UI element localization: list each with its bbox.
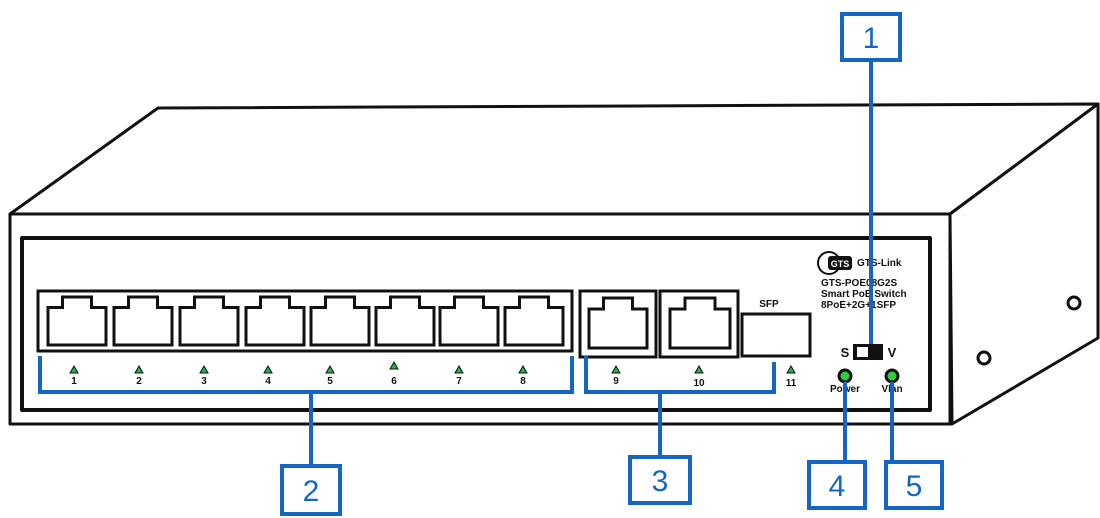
rj45-port-7	[438, 295, 500, 347]
port-number: 10	[693, 378, 705, 389]
sfp-port	[740, 312, 812, 358]
port-led-triangle-icon	[518, 364, 528, 374]
callout-1: 1	[840, 12, 902, 62]
port-number: 4	[265, 376, 271, 387]
model-description: Smart PoE Switch	[821, 289, 907, 300]
rj45-port-2	[112, 295, 174, 347]
gts-logo-icon: GTS	[817, 251, 852, 275]
logo-text: GTS	[831, 259, 850, 269]
port-led-triangle-icon	[325, 364, 335, 374]
port-led-triangle-icon	[69, 364, 79, 374]
callout-5: 5	[884, 460, 944, 510]
power-led-icon	[837, 368, 853, 384]
port-number: 3	[201, 376, 207, 387]
rj45-port-4	[244, 295, 306, 347]
port-led-triangle-icon	[389, 360, 399, 370]
port-number: 2	[136, 376, 142, 387]
callout-brackets	[38, 356, 776, 394]
port-led-triangle-icon	[263, 364, 273, 374]
callout-5-number: 5	[906, 470, 923, 503]
rj45-port-8	[503, 295, 565, 347]
callout-3-number: 3	[652, 465, 669, 498]
model-name: GTS-POE08G2S	[821, 278, 897, 289]
port-number: 11	[786, 378, 797, 389]
port-led-triangle-icon	[694, 364, 704, 374]
uplink-ports	[587, 296, 732, 350]
callout-leaders	[309, 59, 894, 466]
port-number: 5	[327, 376, 333, 387]
brand-block: GTS GTS-Link GTS-POE08G2S Smart PoE Swit…	[817, 251, 907, 311]
switch-right-label: V	[888, 345, 897, 360]
callout-2-number: 2	[303, 475, 320, 508]
port-led-triangle-icon	[134, 364, 144, 374]
port-led-triangle-icon	[786, 364, 796, 374]
rj45-port-1	[46, 295, 108, 347]
callout-4-number: 4	[829, 470, 846, 503]
screw-hole-icon	[976, 350, 992, 366]
callout-1-number: 1	[863, 22, 880, 55]
mode-switch: S V	[841, 344, 897, 360]
brand-name: GTS-Link	[857, 258, 902, 269]
port-number: 1	[71, 376, 77, 387]
sfp-label: SFP	[759, 299, 779, 310]
model-spec: 8PoE+2G+1SFP	[821, 300, 896, 311]
callout-3: 3	[628, 455, 692, 505]
bracket-poe-ports	[38, 356, 574, 394]
poe-ports	[46, 295, 565, 347]
port-number: 7	[456, 376, 462, 387]
port-number: 9	[613, 376, 619, 387]
vlan-led-icon	[884, 368, 900, 384]
side-screw-holes	[976, 295, 1082, 366]
port-number: 8	[520, 376, 526, 387]
port-led-triangle-icon	[454, 364, 464, 374]
port-led-triangle-icon	[199, 364, 209, 374]
callout-4: 4	[807, 460, 867, 510]
port-led-indicators	[69, 360, 796, 374]
rj45-port-10	[668, 296, 732, 350]
bracket-uplink-ports	[584, 356, 776, 394]
screw-hole-icon	[1066, 295, 1082, 311]
port-number: 6	[391, 376, 397, 387]
rj45-port-5	[309, 295, 371, 347]
port-numbers: 1 2 3 4 5 6 7 8 9 10 11	[71, 376, 797, 389]
callout-2: 2	[280, 464, 342, 516]
switch-toggle	[857, 347, 868, 357]
switch-left-label: S	[841, 345, 850, 360]
rj45-port-9	[587, 296, 649, 350]
chassis-top	[8, 102, 1100, 216]
callout-boxes: 1 2 3 4 5	[280, 12, 944, 516]
switch-chassis	[8, 102, 1100, 426]
rj45-port-3	[178, 295, 240, 347]
rj45-port-6	[374, 295, 436, 347]
port-led-triangle-icon	[611, 364, 621, 374]
